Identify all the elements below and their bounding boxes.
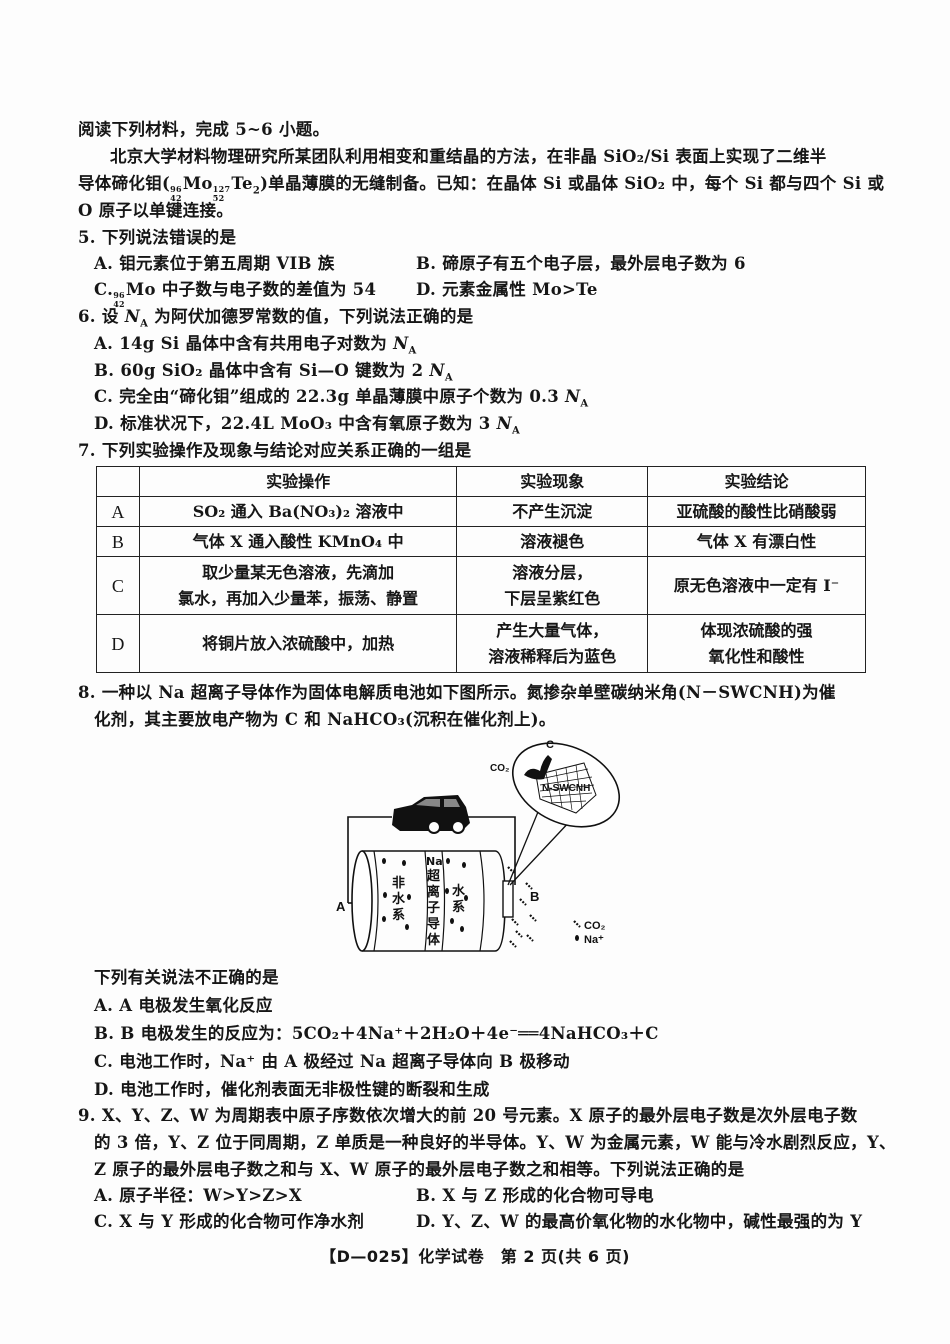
table-row: D 将铜片放入浓硫酸中，加热 产生大量气体，溶液稀释后为蓝色 体现浓硫酸的强氧化… — [96, 614, 867, 673]
q5-option-b: B. 碲原子有五个电子层，最外层电子数为 6 — [416, 254, 746, 273]
table-row: C 取少量某无色溶液，先滴加氯水，再加入少量苯，振荡、静置 溶液分层，下层呈紫红… — [96, 556, 867, 615]
passage-line-1: 北京大学材料物理研究所某团队利用相变和重结晶的方法，在非晶 SiO₂/Si 表面… — [110, 147, 827, 166]
observation-cell: 不产生沉淀 — [456, 496, 648, 527]
header-cell-conclusion: 实验结论 — [646, 466, 867, 497]
q7-stem: 7. 下列实验操作及现象与结论对应关系正确的一组是 — [78, 441, 472, 460]
q8-option-b: B. B 电极发生的反应为：5CO₂＋4Na⁺＋2H₂O＋4e⁻══4NaHCO… — [94, 1024, 659, 1043]
q8-option-c: C. 电池工作时，Na⁺ 由 A 极经过 Na 超离子导体向 B 极移动 — [94, 1052, 570, 1071]
q9-stem-line-2: 的 3 倍，Y、Z 位于同周期，Z 单质是一种良好的半导体。Y、W 为金属元素，… — [94, 1133, 896, 1152]
svg-text:非: 非 — [392, 875, 405, 891]
conclusion-cell: 气体 X 有漂白性 — [646, 526, 867, 557]
svg-text:Na⁺: Na⁺ — [584, 934, 604, 946]
car-icon — [392, 795, 470, 834]
q8-stem-line-2: 化剂，其主要放电产物为 C 和 NaHCO₃(沉积在催化剂上)。 — [94, 710, 556, 729]
observation-cell: 产生大量气体，溶液稀释后为蓝色 — [456, 614, 648, 673]
header-cell-blank — [96, 466, 140, 497]
svg-text:子: 子 — [427, 901, 440, 916]
q9-option-c: C. X 与 Y 形成的化合物可作净水剂 — [94, 1212, 365, 1231]
q6-option-c: C. 完全由“碲化钼”组成的 22.3g 单晶薄膜中原子个数为 0.3 NA — [94, 387, 589, 410]
page-footer: 【D—025】化学试卷 第 2 页(共 6 页) — [320, 1247, 630, 1266]
svg-text:C: C — [546, 739, 554, 751]
header-cell-observation: 实验现象 — [456, 466, 648, 497]
q9-stem-line-3: Z 原子的最外层电子数之和与 X、W 原子的最外层电子数之和相等。下列说法正确的… — [94, 1160, 745, 1179]
table-header-row: 实验操作 实验现象 实验结论 — [96, 466, 867, 497]
passage-line-3: O 原子以单键连接。 — [78, 201, 234, 220]
row-label: A — [96, 496, 140, 527]
operation-cell: 将铜片放入浓硫酸中，加热 — [138, 614, 458, 673]
q5-option-d: D. 元素金属性 Mo>Te — [416, 280, 598, 299]
q5-option-a: A. 钼元素位于第五周期 VIB 族 — [94, 254, 335, 273]
na-legend-icon — [575, 935, 579, 941]
co2-legend-icon — [573, 920, 581, 928]
svg-text:系: 系 — [392, 907, 405, 923]
row-label: D — [96, 614, 140, 673]
header-cell-operation: 实验操作 — [138, 466, 458, 497]
q9-option-b: B. X 与 Z 形成的化合物可导电 — [416, 1186, 654, 1205]
q6-stem: 6. 设 NA 为阿伏加德罗常数的值，下列说法正确的是 — [78, 307, 474, 330]
svg-text:超: 超 — [427, 868, 441, 884]
operation-cell: SO₂ 通入 Ba(NO₃)₂ 溶液中 — [138, 496, 458, 527]
svg-text:水: 水 — [392, 891, 406, 907]
svg-text:CO₂: CO₂ — [584, 920, 606, 932]
operation-cell: 取少量某无色溶液，先滴加氯水，再加入少量苯，振荡、静置 — [138, 556, 458, 615]
q9-stem-line-1: 9. X、Y、Z、W 为周期表中原子序数依次增大的前 20 号元素。X 原子的最… — [78, 1106, 858, 1125]
row-label: B — [96, 526, 140, 557]
conclusion-cell: 原无色溶液中一定有 I⁻ — [646, 556, 867, 615]
conclusion-cell: 亚硫酸的酸性比硝酸弱 — [646, 496, 867, 527]
conclusion-cell: 体现浓硫酸的强氧化性和酸性 — [646, 614, 867, 673]
svg-text:系: 系 — [452, 899, 465, 915]
experiment-table: 实验操作 实验现象 实验结论 A SO₂ 通入 Ba(NO₃)₂ 溶液中 不产生… — [96, 466, 867, 673]
q6-option-d: D. 标准状况下，22.4L MoO₃ 中含有氧原子数为 3 NA — [94, 414, 521, 437]
battery-diagram: A B 非 水 系 Na 超 离 子 导 体 水 系 — [330, 735, 630, 960]
q8-option-a: A. A 电极发生氧化反应 — [94, 996, 273, 1015]
svg-text:A: A — [336, 899, 346, 914]
q8-option-d: D. 电池工作时，催化剂表面无非极性键的断裂和生成 — [94, 1080, 490, 1099]
q8-sub-stem: 下列有关说法不正确的是 — [94, 968, 279, 987]
q6-option-a: A. 14g Si 晶体中含有共用电子对数为 NA — [94, 334, 417, 357]
svg-text:导: 导 — [427, 917, 440, 932]
nanohorn-icon — [524, 755, 597, 814]
observation-cell: 溶液分层，下层呈紫红色 — [456, 556, 648, 615]
operation-cell: 气体 X 通入酸性 KMnO₄ 中 — [138, 526, 458, 557]
row-label: C — [96, 556, 140, 615]
svg-text:水: 水 — [452, 883, 466, 899]
svg-text:CO₂: CO₂ — [490, 763, 509, 774]
q5-stem: 5. 下列说法错误的是 — [78, 228, 237, 247]
svg-text:体: 体 — [427, 932, 441, 948]
q8-stem-line-1: 8. 一种以 Na 超离子导体作为固体电解质电池如下图所示。氮掺杂单壁碳纳米角(… — [78, 683, 836, 702]
svg-text:离: 离 — [427, 884, 440, 900]
svg-text:N-SWCNH: N-SWCNH — [542, 783, 590, 794]
reading-instruction: 阅读下列材料，完成 5~6 小题。 — [78, 120, 330, 139]
q9-option-a: A. 原子半径：W>Y>Z>X — [94, 1186, 302, 1205]
q6-option-b: B. 60g SiO₂ 晶体中含有 Si—O 键数为 2 NA — [94, 361, 453, 384]
svg-text:B: B — [530, 889, 539, 904]
observation-cell: 溶液褪色 — [456, 526, 648, 557]
svg-text:Na: Na — [426, 855, 443, 868]
table-row: B 气体 X 通入酸性 KMnO₄ 中 溶液褪色 气体 X 有漂白性 — [96, 526, 867, 557]
table-row: A SO₂ 通入 Ba(NO₃)₂ 溶液中 不产生沉淀 亚硫酸的酸性比硝酸弱 — [96, 496, 867, 527]
q9-option-d: D. Y、Z、W 的最高价氧化物的水化物中，碱性最强的为 Y — [416, 1212, 863, 1231]
